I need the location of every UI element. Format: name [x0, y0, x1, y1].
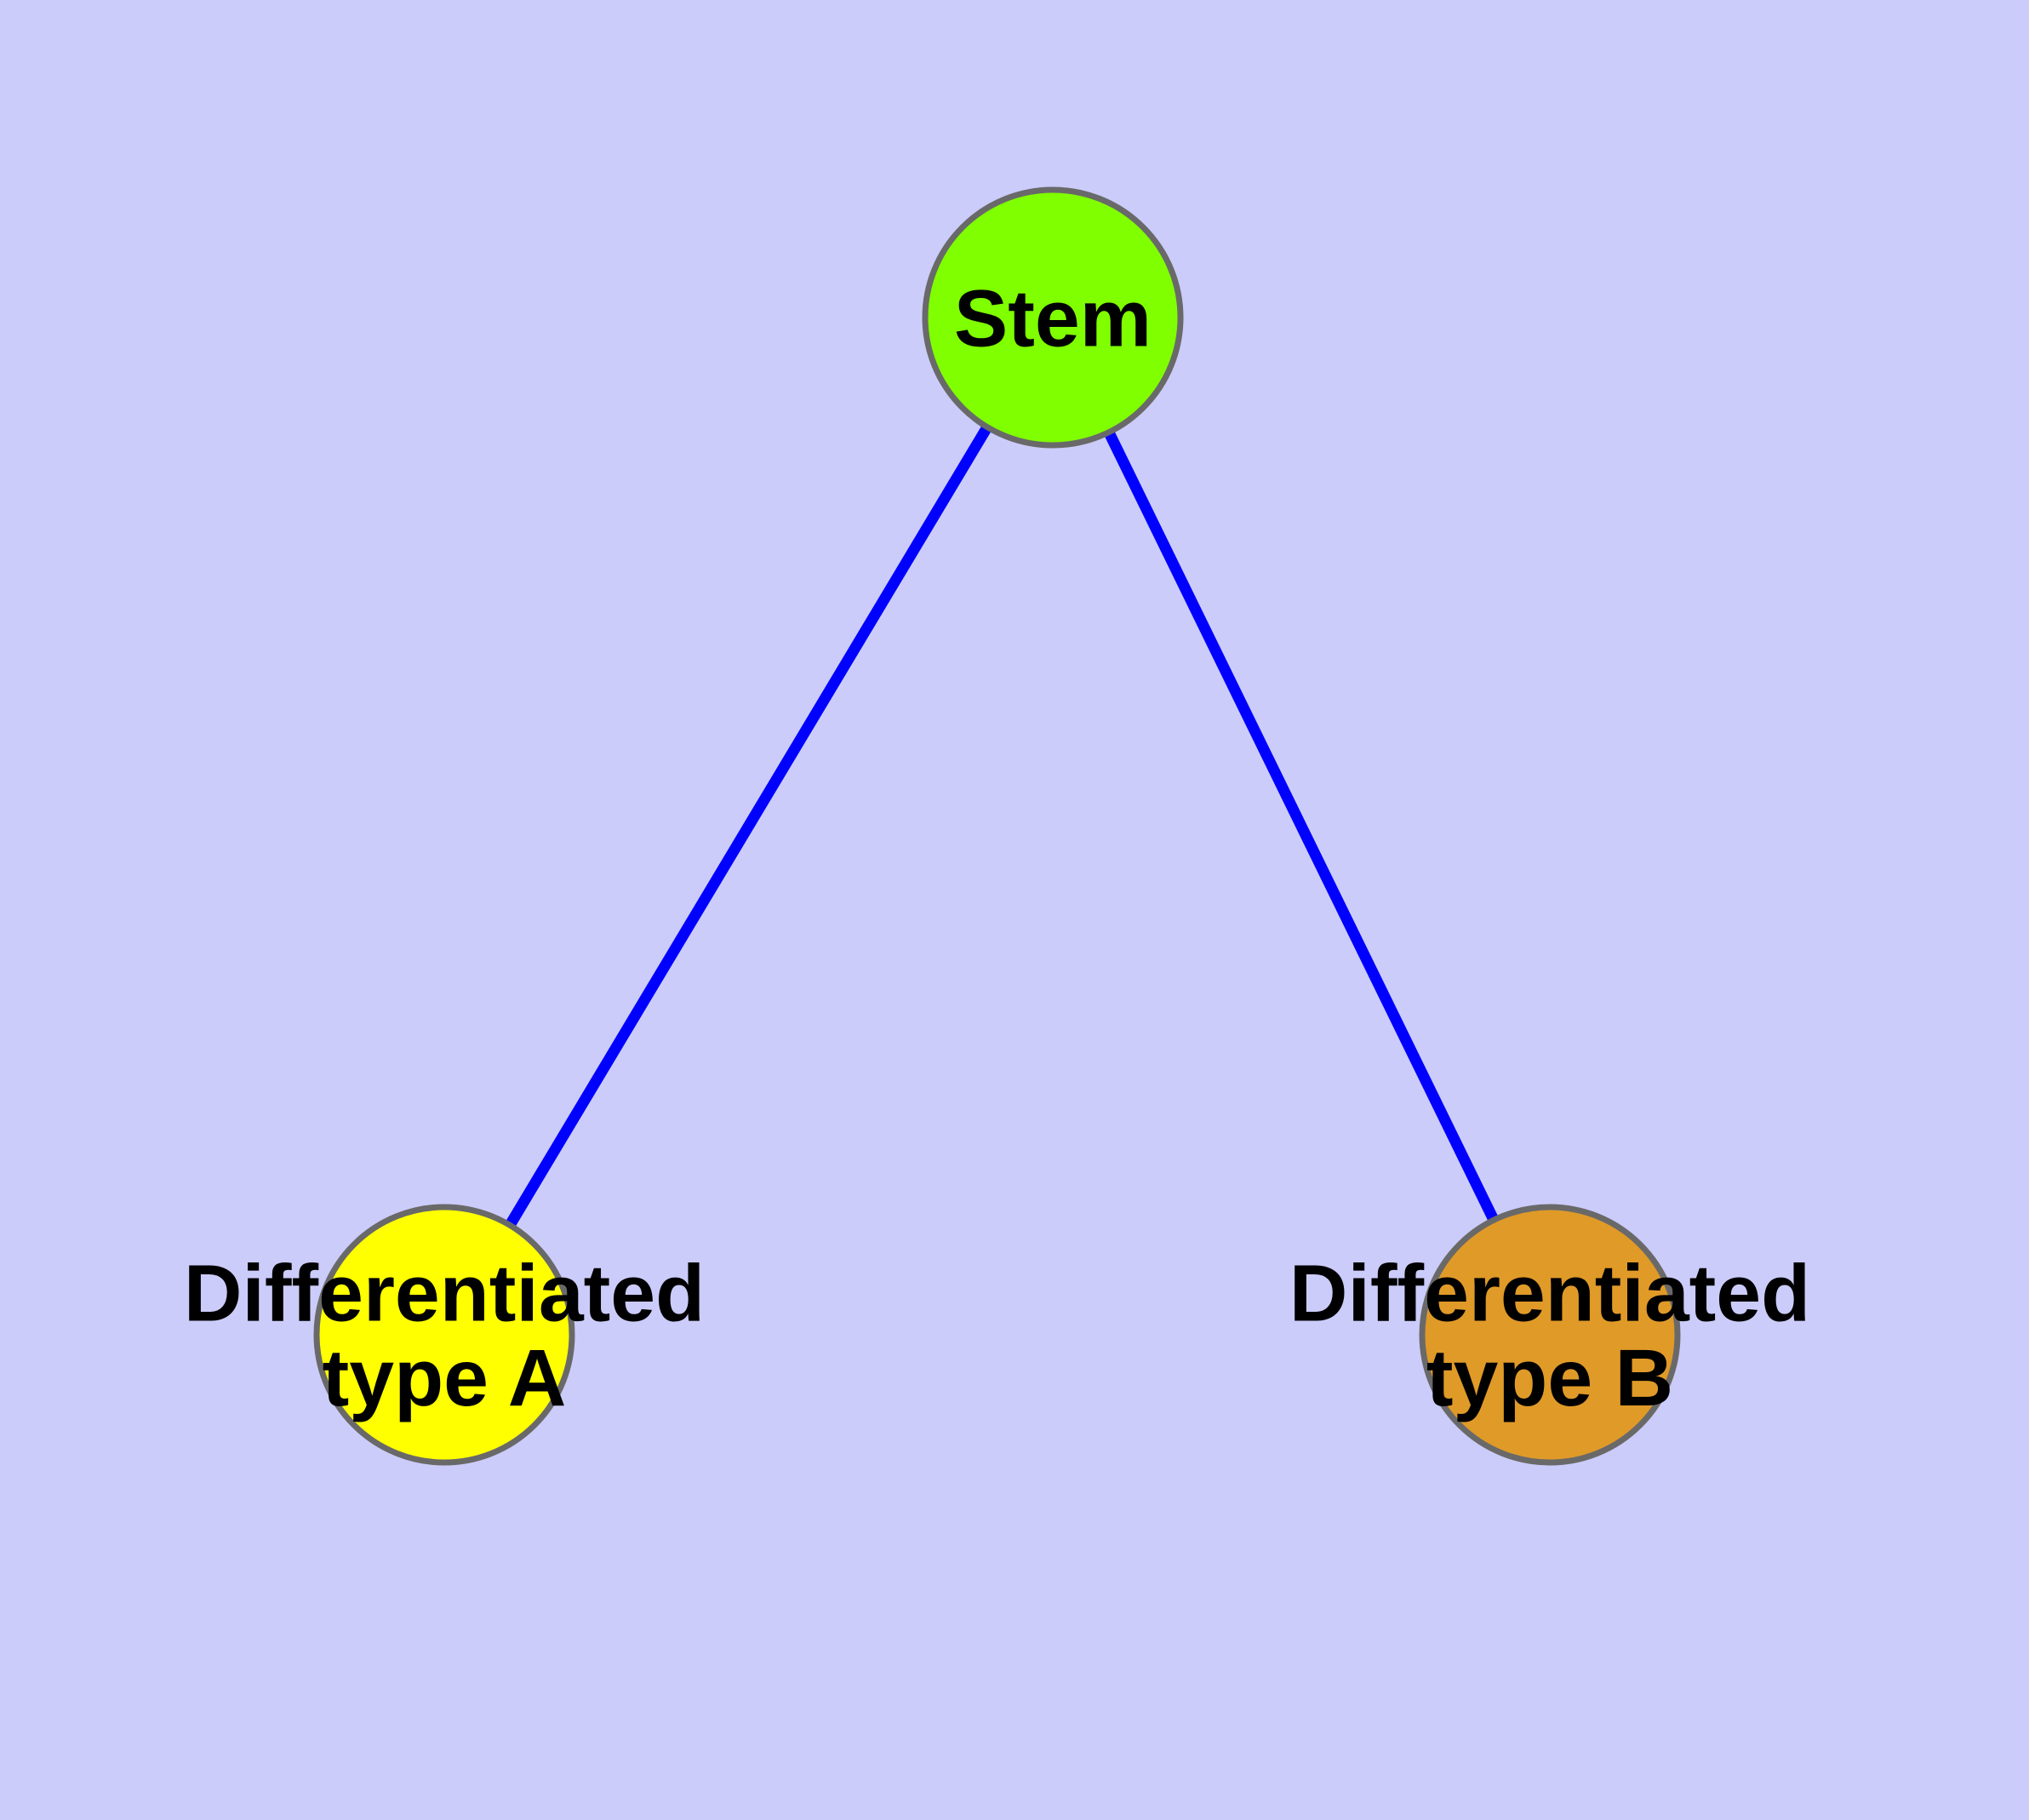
node-label-line: Stem [954, 273, 1152, 363]
node-label-line: type A [323, 1333, 567, 1423]
graph-node-stem[interactable] [922, 186, 1184, 449]
node-label-line: type B [1426, 1333, 1673, 1423]
node-layer [313, 186, 1681, 1466]
graph-edge-stem-to-a [504, 422, 993, 1230]
edge-layer [504, 422, 1500, 1230]
node-label-stem: Stem [954, 273, 1152, 363]
node-label-line: Differentiated [184, 1248, 705, 1338]
graph-node-diff_b[interactable] [1419, 1204, 1681, 1466]
graph-edge-stem-to-b [1103, 428, 1500, 1224]
node-label-line: Differentiated [1289, 1248, 1810, 1338]
graph-node-diff_a[interactable] [313, 1204, 575, 1466]
